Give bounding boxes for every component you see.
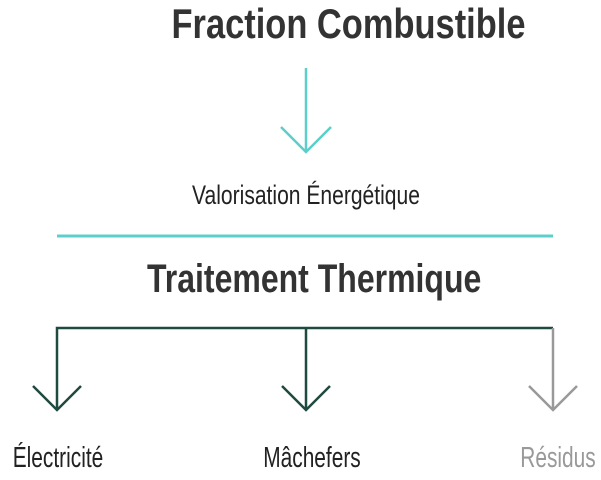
branch-connector [55,326,553,410]
output-residus: Résidus [520,442,596,474]
arrow-residus [528,328,578,412]
output-machefers: Mâchefers [263,442,361,474]
arrow-head-electricite [32,385,82,412]
teal-down-arrow [280,68,332,154]
output-electricite: Électricité [12,442,104,474]
step-label: Valorisation Énergétique [192,180,420,210]
title: Fraction Combustible [171,0,526,47]
process-heading: Traitement Thermique [147,257,482,301]
arrow-head-machefers [281,385,331,412]
